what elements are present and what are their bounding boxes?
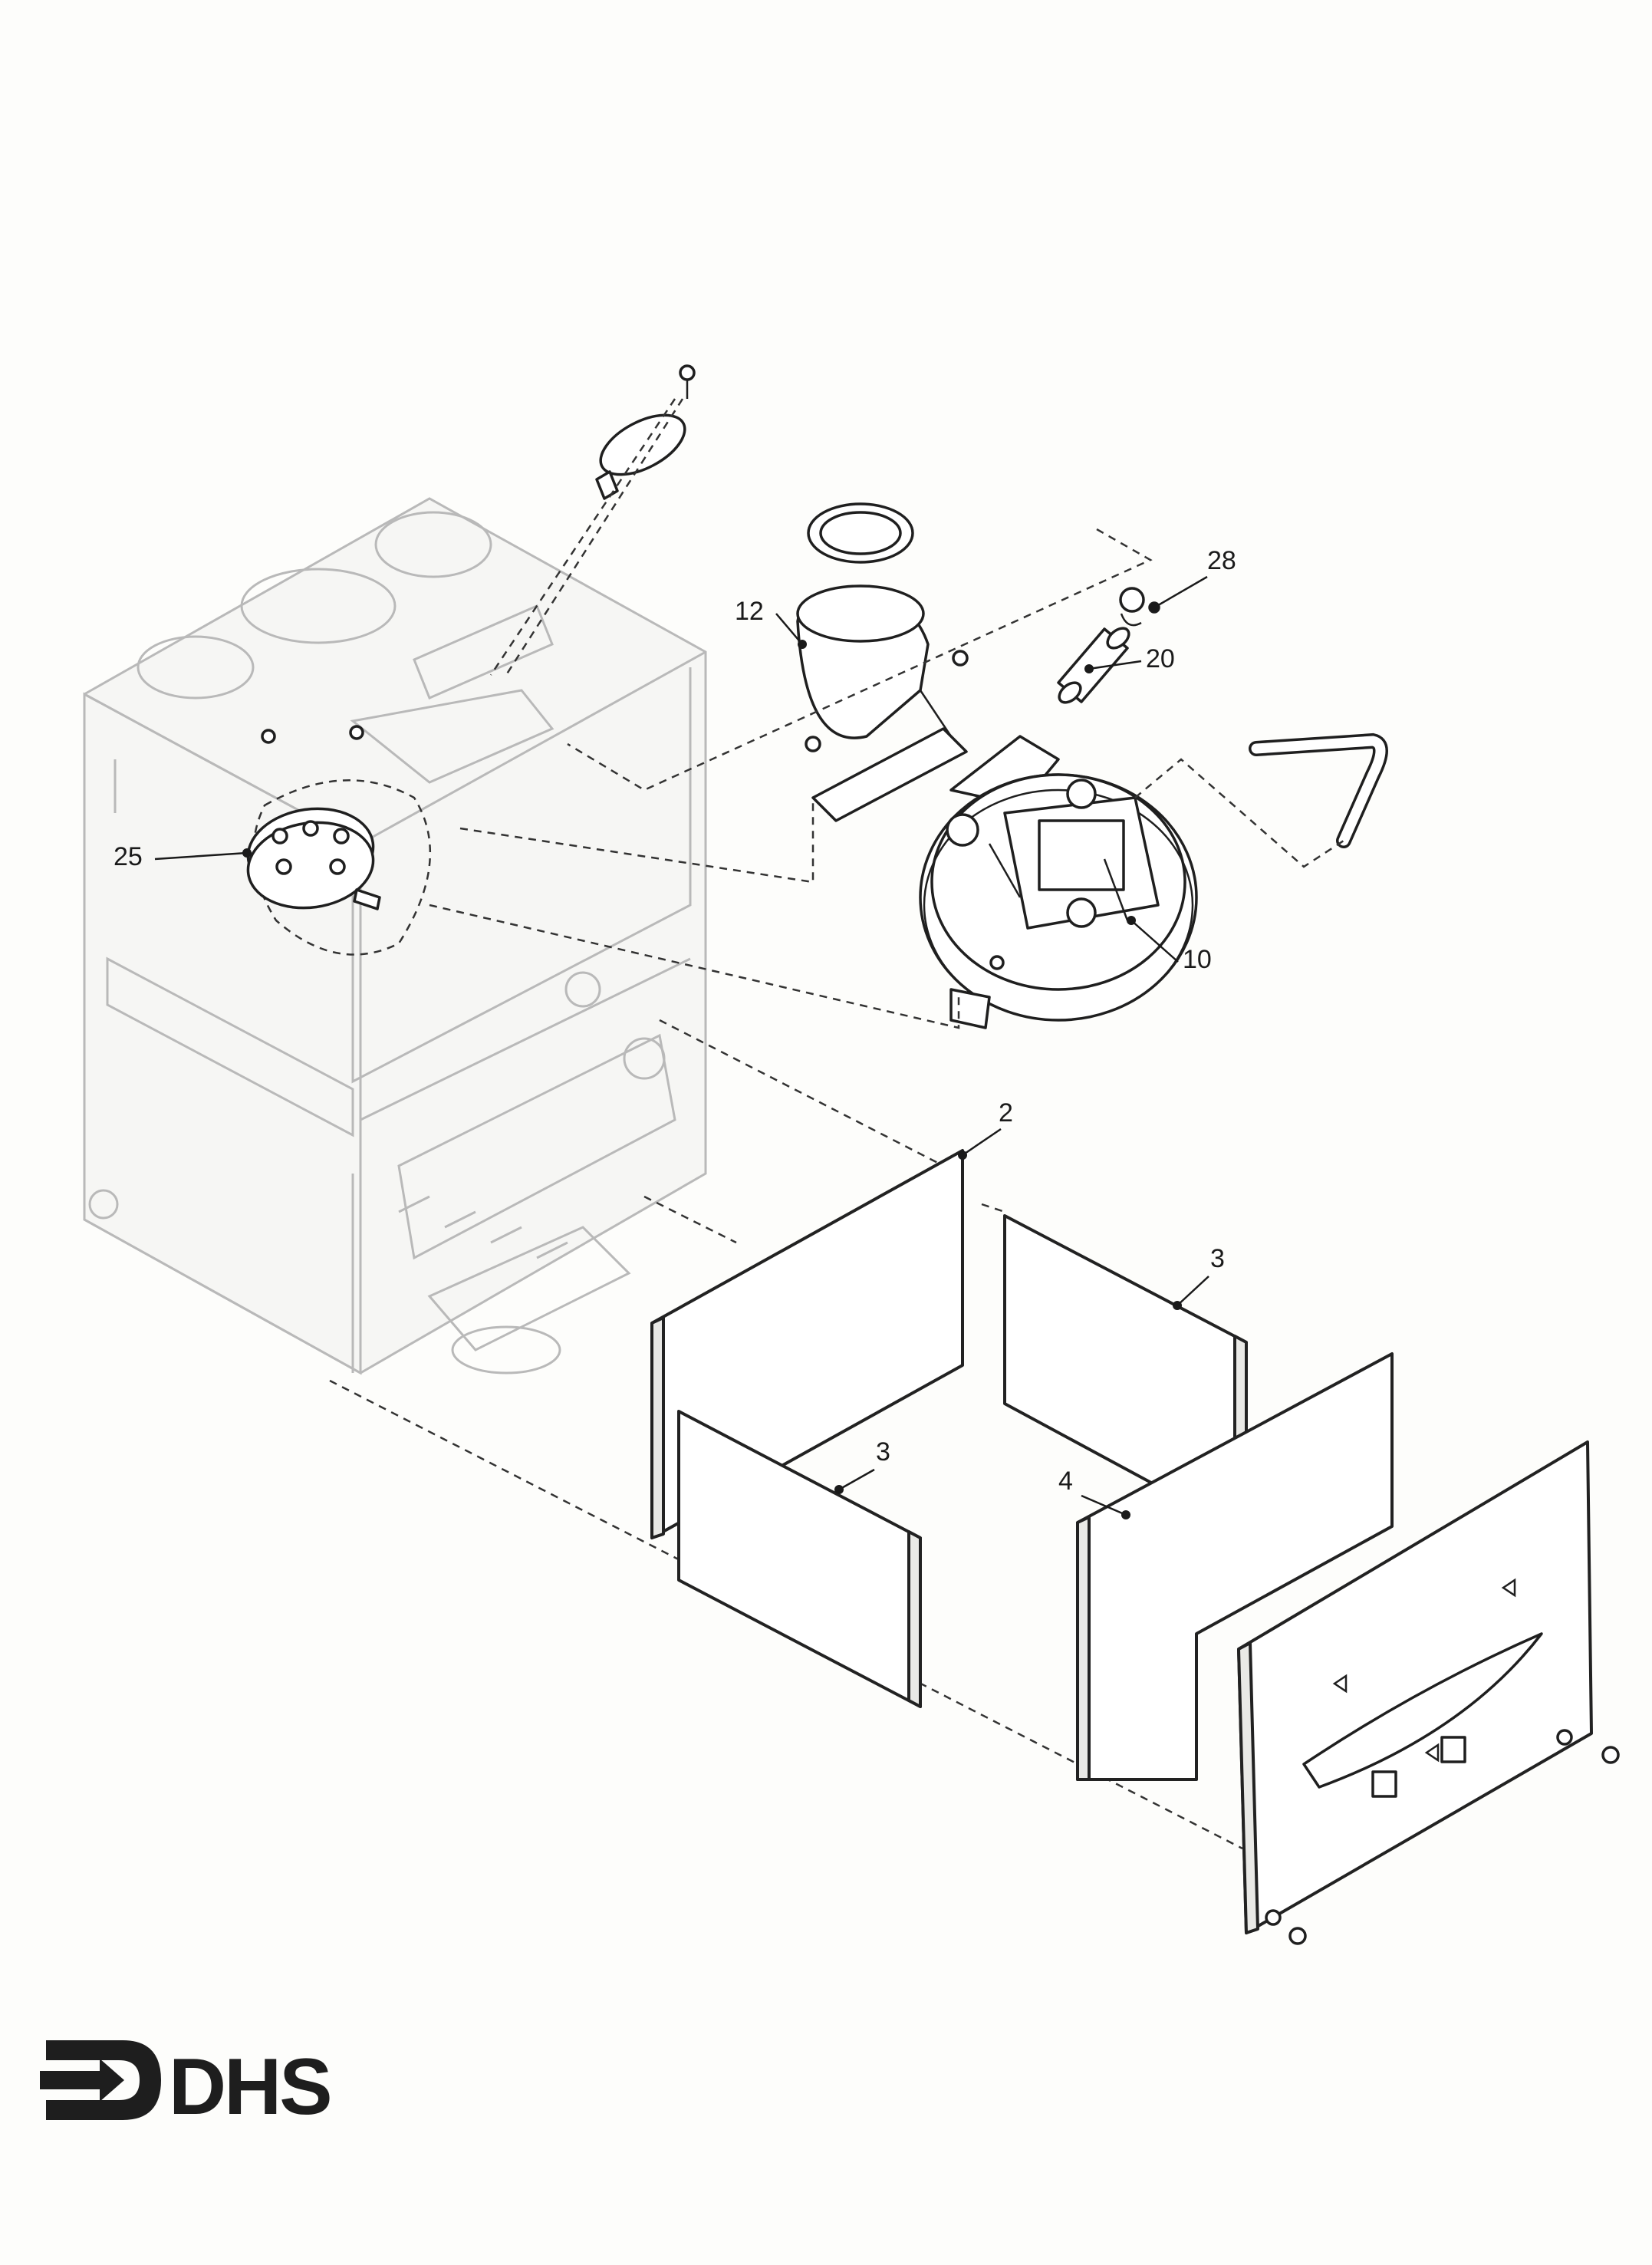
logo-text: DHS — [169, 2043, 331, 2132]
boiler-casing-ghost — [83, 497, 707, 1375]
svg-text:28: 28 — [1207, 546, 1236, 575]
callout-10: 10 — [1127, 916, 1212, 974]
pressure-switch-part — [246, 725, 432, 956]
svg-text:10: 10 — [1183, 945, 1212, 974]
callout-3-left: 3 — [834, 1437, 890, 1494]
callout-28: 28 — [1150, 546, 1236, 612]
silicone-tube-part — [1249, 733, 1388, 848]
arrow-d-icon — [40, 2040, 161, 2120]
front-case-panel — [1237, 1440, 1620, 1945]
svg-text:4: 4 — [1058, 1467, 1073, 1496]
fan-assembly-part — [919, 735, 1198, 1029]
sensor-probe-part — [1057, 627, 1130, 704]
svg-text:12: 12 — [735, 597, 764, 626]
flue-elbow-part — [796, 584, 969, 822]
front-insulation-panel — [1076, 1352, 1394, 1781]
svg-text:25: 25 — [114, 842, 143, 871]
svg-text:3: 3 — [876, 1437, 890, 1467]
flue-seal-ring — [807, 502, 914, 564]
svg-text:3: 3 — [1210, 1244, 1225, 1273]
brand-logo: DHS — [40, 2040, 333, 2132]
callout-12: 12 — [735, 597, 807, 649]
side-insulation-panel-left — [677, 1410, 922, 1708]
svg-text:20: 20 — [1146, 644, 1175, 673]
callout-20: 20 — [1084, 644, 1175, 673]
callout-2: 2 — [958, 1098, 1013, 1160]
sensor-cover-part — [489, 364, 696, 676]
svg-text:2: 2 — [999, 1098, 1013, 1128]
callout-4: 4 — [1058, 1467, 1130, 1519]
callout-25: 25 — [114, 842, 252, 871]
callout-3-right: 3 — [1173, 1244, 1225, 1310]
